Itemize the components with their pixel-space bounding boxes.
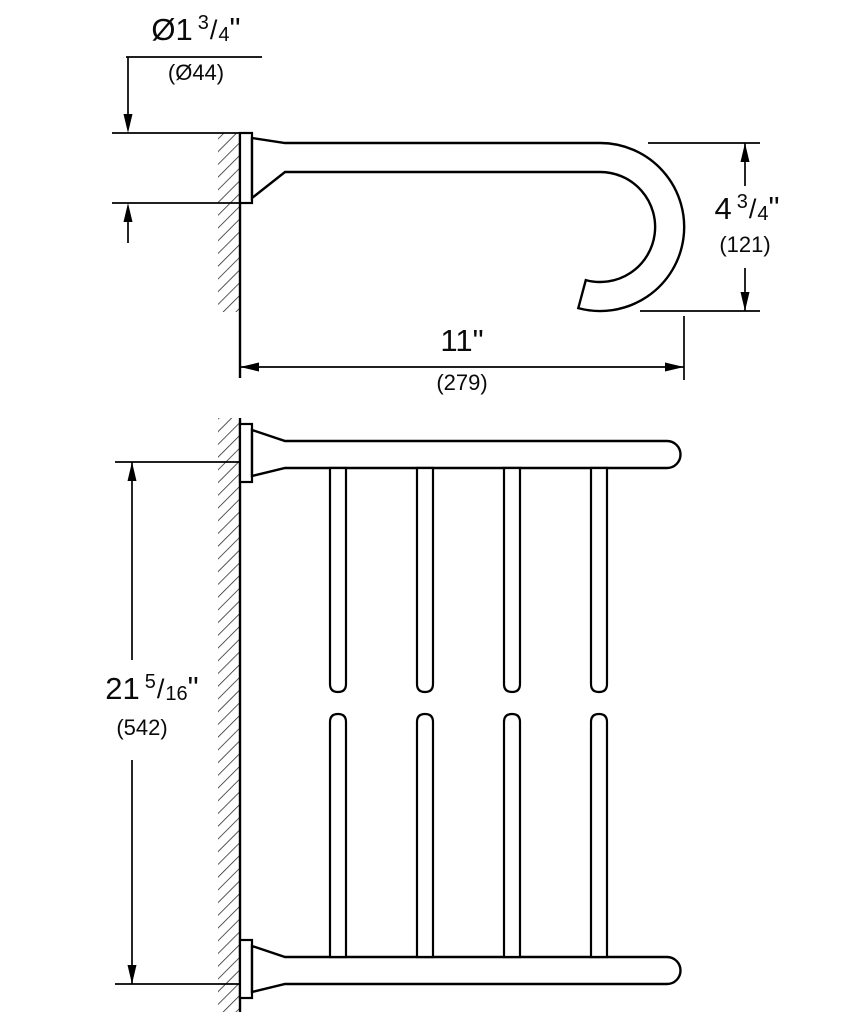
bar-4-upper (589, 466, 609, 694)
height-dimension-lines-front (115, 461, 240, 985)
rack-bars-upper (328, 466, 609, 694)
bar-1-upper (328, 466, 348, 694)
top-rail-outline (250, 428, 682, 478)
front-view (115, 418, 682, 1012)
arrowhead-left (240, 362, 259, 372)
length-dimension-metric: (279) (433, 371, 491, 394)
arrowhead-up (123, 203, 133, 222)
bar-3-upper (502, 466, 522, 694)
bar-1-lower (328, 712, 348, 959)
rack-bars-lower (328, 712, 609, 959)
wall-flange-base (238, 131, 254, 205)
arrowhead-right (665, 362, 684, 372)
diameter-dim-fraction: 3/4 (197, 12, 230, 46)
diameter-dimension-lines (112, 56, 262, 243)
bar-2-lower (415, 712, 435, 959)
height-dimension-metric-front: (542) (113, 716, 171, 739)
arrowhead-up (740, 143, 750, 162)
wall-hatch-side-view (218, 133, 240, 312)
side-view (112, 56, 760, 380)
arrowhead-down (740, 292, 750, 311)
length-dimension-lines (240, 316, 685, 380)
arrowhead-up (127, 462, 137, 481)
arrowhead-down (127, 965, 137, 984)
bar-2-upper (415, 466, 435, 694)
bar-4-lower (589, 712, 609, 959)
height-dim-value: 4 (714, 191, 732, 226)
height-dimension-lines-side (640, 142, 760, 312)
height-dimension-metric-side: (121) (716, 233, 774, 256)
top-flange-base (238, 422, 254, 484)
rack-height-fraction: 5/16 (144, 671, 188, 705)
wall-hatch-front-view (218, 418, 240, 1012)
bottom-rail-outline (250, 944, 682, 994)
bracket-arm-outline (250, 136, 686, 313)
diameter-dimension-metric: (Ø44) (164, 61, 228, 84)
arrowhead-down (123, 114, 133, 133)
rack-height-value: 21 (105, 671, 140, 706)
diameter-dim-value: Ø1 (151, 12, 193, 47)
length-dimension-label: 11" (437, 324, 487, 358)
bottom-flange-base (238, 938, 254, 1000)
height-dim-fraction: 3/4 (736, 191, 769, 225)
bar-3-lower (502, 712, 522, 959)
